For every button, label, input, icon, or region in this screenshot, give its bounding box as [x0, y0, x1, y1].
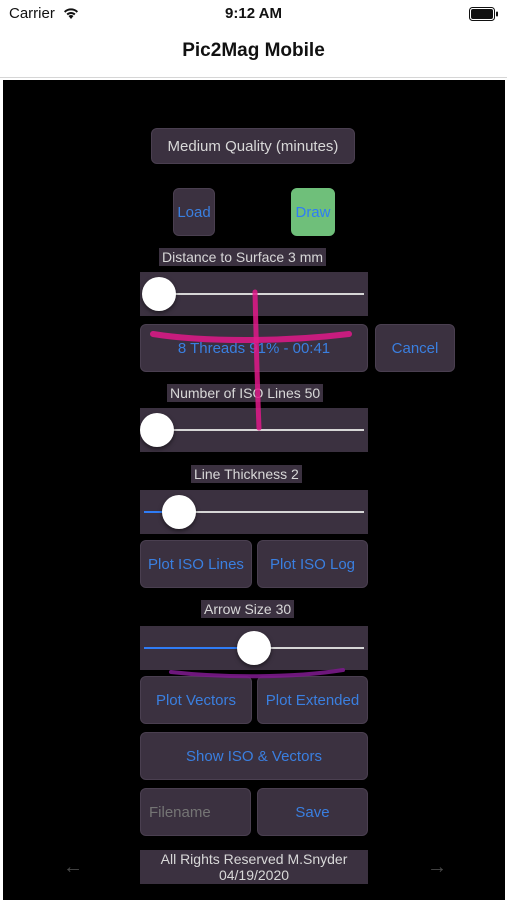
filename-input[interactable]	[140, 788, 251, 836]
slider-track	[144, 293, 364, 295]
plot-iso-lines-button[interactable]: Plot ISO Lines	[140, 540, 252, 588]
show-iso-vectors-button[interactable]: Show ISO & Vectors	[140, 732, 368, 780]
line-thickness-label: Line Thickness 2	[191, 465, 302, 483]
arrow-size-slider[interactable]	[140, 626, 368, 670]
iso-lines-slider[interactable]	[140, 408, 368, 452]
load-button[interactable]: Load	[173, 188, 215, 236]
distance-label: Distance to Surface 3 mm	[159, 248, 327, 266]
battery-icon	[469, 7, 498, 21]
quality-selector-button[interactable]: Medium Quality (minutes)	[151, 128, 355, 164]
forward-arrow-icon[interactable]: →	[427, 856, 447, 878]
page-title: Pic2Mag Mobile	[182, 40, 325, 61]
slider-thumb[interactable]	[140, 413, 175, 447]
copyright-line: All Rights Reserved M.Snyder	[160, 851, 348, 867]
plot-vectors-button[interactable]: Plot Vectors	[140, 676, 252, 724]
distance-slider[interactable]	[140, 272, 368, 316]
arrow-size-label: Arrow Size 30	[201, 600, 295, 618]
slider-thumb[interactable]	[142, 277, 177, 311]
draw-button[interactable]: Draw	[291, 188, 335, 236]
threads-progress-button[interactable]: 8 Threads 91% - 00:41	[140, 324, 368, 372]
save-button[interactable]: Save	[257, 788, 368, 836]
line-thickness-slider[interactable]	[140, 490, 368, 534]
slider-thumb[interactable]	[237, 631, 271, 665]
main-content: Medium Quality (minutes) Load Draw Dista…	[3, 80, 505, 900]
back-arrow-icon[interactable]: ←	[63, 856, 83, 878]
status-time: 9:12 AM	[225, 5, 282, 22]
copyright-footer: All Rights Reserved M.Snyder 04/19/2020	[140, 850, 368, 884]
plot-iso-log-button[interactable]: Plot ISO Log	[257, 540, 368, 588]
slider-thumb[interactable]	[162, 495, 197, 529]
plot-extended-button[interactable]: Plot Extended	[257, 676, 368, 724]
cancel-button[interactable]: Cancel	[375, 324, 455, 372]
slider-track	[144, 511, 364, 513]
status-bar: Carrier 9:12 AM	[0, 0, 507, 28]
slider-track	[144, 429, 364, 431]
navigation-bar: Pic2Mag Mobile	[0, 28, 507, 78]
iso-lines-label: Number of ISO Lines 50	[167, 384, 324, 402]
slider-track-fill	[144, 511, 180, 513]
copyright-date: 04/19/2020	[218, 867, 290, 883]
carrier-label: Carrier	[9, 5, 55, 22]
wifi-icon	[64, 8, 78, 19]
slider-track-fill	[144, 647, 254, 649]
